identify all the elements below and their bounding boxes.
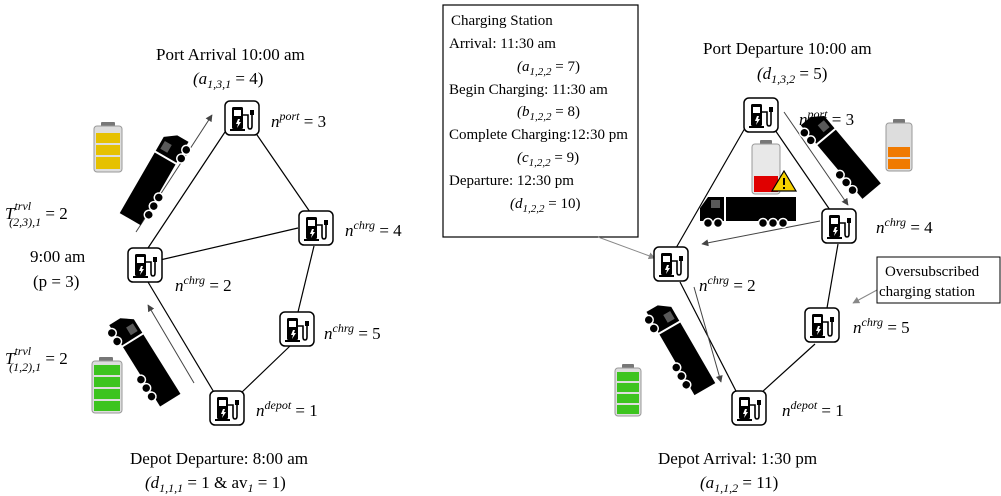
battery-cell-orange — [888, 147, 910, 157]
left-depot-expr: (d1,1,1 = 1 & av1 = 1) — [145, 473, 286, 495]
left-network-edges — [147, 131, 315, 395]
info-box-frame — [442, 4, 639, 238]
right-node-depot — [731, 390, 767, 426]
battery-cell-yellow — [96, 157, 120, 169]
oversub-box: Oversubscribed charging station — [876, 256, 1001, 304]
left-port-expr: (a1,3,1 = 4) — [193, 69, 263, 91]
right-battery-red-icon — [751, 140, 798, 195]
info-box: Charging Station Arrival: 11:30 am (a1,2… — [442, 4, 639, 238]
edge-port-chrg2-right — [675, 127, 746, 249]
arrow-chrg4-to-chrg2 — [701, 220, 821, 247]
edge-chrg4-chrg5-right — [826, 243, 839, 309]
right-node-port — [743, 97, 779, 133]
battery-cell-green — [94, 389, 120, 399]
battery-cell-green — [94, 365, 120, 375]
left-node-chrg2 — [127, 247, 163, 283]
info-arrival: Arrival: 11:30 am — [449, 36, 556, 52]
left-time-label: 9:00 am — [30, 247, 85, 266]
right-port-expr: (d1,3,2 = 5) — [757, 64, 827, 86]
arrow-port-to-chrg4 — [783, 111, 849, 206]
info-departure: Departure: 12:30 pm — [449, 173, 574, 189]
left-node-chrg4-label: nchrg = 4 — [345, 218, 402, 240]
oversub-box-frame — [876, 256, 1001, 304]
info-departure-expr: (d1,2,2 = 10) — [510, 196, 580, 215]
info-box-pointer — [597, 236, 656, 260]
battery-cell-yellow — [96, 145, 120, 155]
right-node-chrg5-label: nchrg = 5 — [853, 315, 910, 337]
left-travel-bottom-label: Ttrvl(1,2),1 = 2 — [5, 344, 68, 374]
right-depot-expr: (a1,1,2 = 11) — [700, 473, 778, 495]
edge-chrg2-port — [147, 131, 226, 249]
left-node-port — [224, 100, 260, 136]
left-node-depot-label: ndepot = 1 — [256, 398, 318, 420]
right-node-chrg2-label: nchrg = 2 — [699, 273, 756, 295]
left-battery-yellow-icon — [93, 122, 123, 173]
oversub-line2: charging station — [879, 284, 975, 300]
edge-chrg2-depot — [147, 281, 216, 395]
right-node-chrg4 — [821, 208, 857, 244]
info-complete-expr: (c1,2,2 = 9) — [517, 150, 579, 169]
left-node-depot — [209, 390, 245, 426]
battery-cell-yellow — [96, 133, 120, 143]
battery-cell-red — [754, 176, 778, 192]
edge-chrg2-chrg4 — [159, 227, 299, 261]
right-battery-orange-icon — [885, 119, 913, 172]
arrow-chrg2-to-depot — [693, 286, 723, 383]
battery-cell-green — [94, 377, 120, 387]
edge-chrg5-depot-right — [761, 343, 816, 393]
left-travel-top-label: Ttrvl(2,3),1 = 2 — [5, 199, 68, 229]
arrow-depot-to-chrg2 — [147, 304, 195, 384]
left-node-chrg4 — [298, 210, 334, 246]
battery-cell-orange — [888, 159, 910, 169]
info-arrival-expr: (a1,2,2 = 7) — [517, 59, 580, 78]
edge-chrg4-chrg5 — [297, 245, 315, 313]
right-depot-label: Depot Arrival: 1:30 pm — [658, 449, 817, 468]
right-node-port-label: nport = 3 — [799, 107, 854, 129]
right-node-chrg4-label: nchrg = 4 — [876, 215, 933, 237]
battery-cell-green — [94, 401, 120, 411]
info-title: Charging Station — [451, 13, 553, 29]
left-depot-label: Depot Departure: 8:00 am — [130, 449, 308, 468]
left-time-param: (p = 3) — [33, 272, 79, 291]
right-port-label: Port Departure 10:00 am — [703, 39, 872, 58]
left-node-chrg2-label: nchrg = 2 — [175, 273, 232, 295]
right-node-chrg2 — [653, 246, 689, 282]
battery-cell-green — [617, 383, 639, 392]
oversub-pointer — [852, 289, 878, 304]
battery-cell-green — [617, 372, 639, 381]
oversub-line1: Oversubscribed — [885, 264, 980, 280]
info-begin-expr: (b1,2,2 = 8) — [517, 104, 580, 123]
info-complete: Complete Charging:12:30 pm — [449, 127, 628, 143]
edge-port-chrg4-right — [774, 129, 831, 211]
left-battery-green-icon — [91, 357, 123, 414]
battery-cell-green — [617, 394, 639, 403]
right-truck-middle-icon — [699, 196, 797, 229]
right-truck-bottom-icon — [640, 299, 717, 400]
left-node-port-label: nport = 3 — [271, 109, 326, 131]
left-truck-top-icon — [118, 129, 195, 230]
right-node-chrg5 — [804, 307, 840, 343]
right-route-arrows — [693, 111, 849, 383]
right-battery-green-icon — [614, 364, 642, 417]
edge-chrg5-depot — [239, 345, 291, 395]
left-node-chrg5 — [279, 311, 315, 347]
left-port-label: Port Arrival 10:00 am — [156, 45, 305, 64]
battery-cell-green — [617, 405, 639, 414]
info-begin: Begin Charging: 11:30 am — [449, 82, 608, 98]
left-node-chrg5-label: nchrg = 5 — [324, 321, 381, 343]
edge-port-chrg4 — [254, 131, 311, 213]
right-node-depot-label: ndepot = 1 — [782, 398, 844, 420]
